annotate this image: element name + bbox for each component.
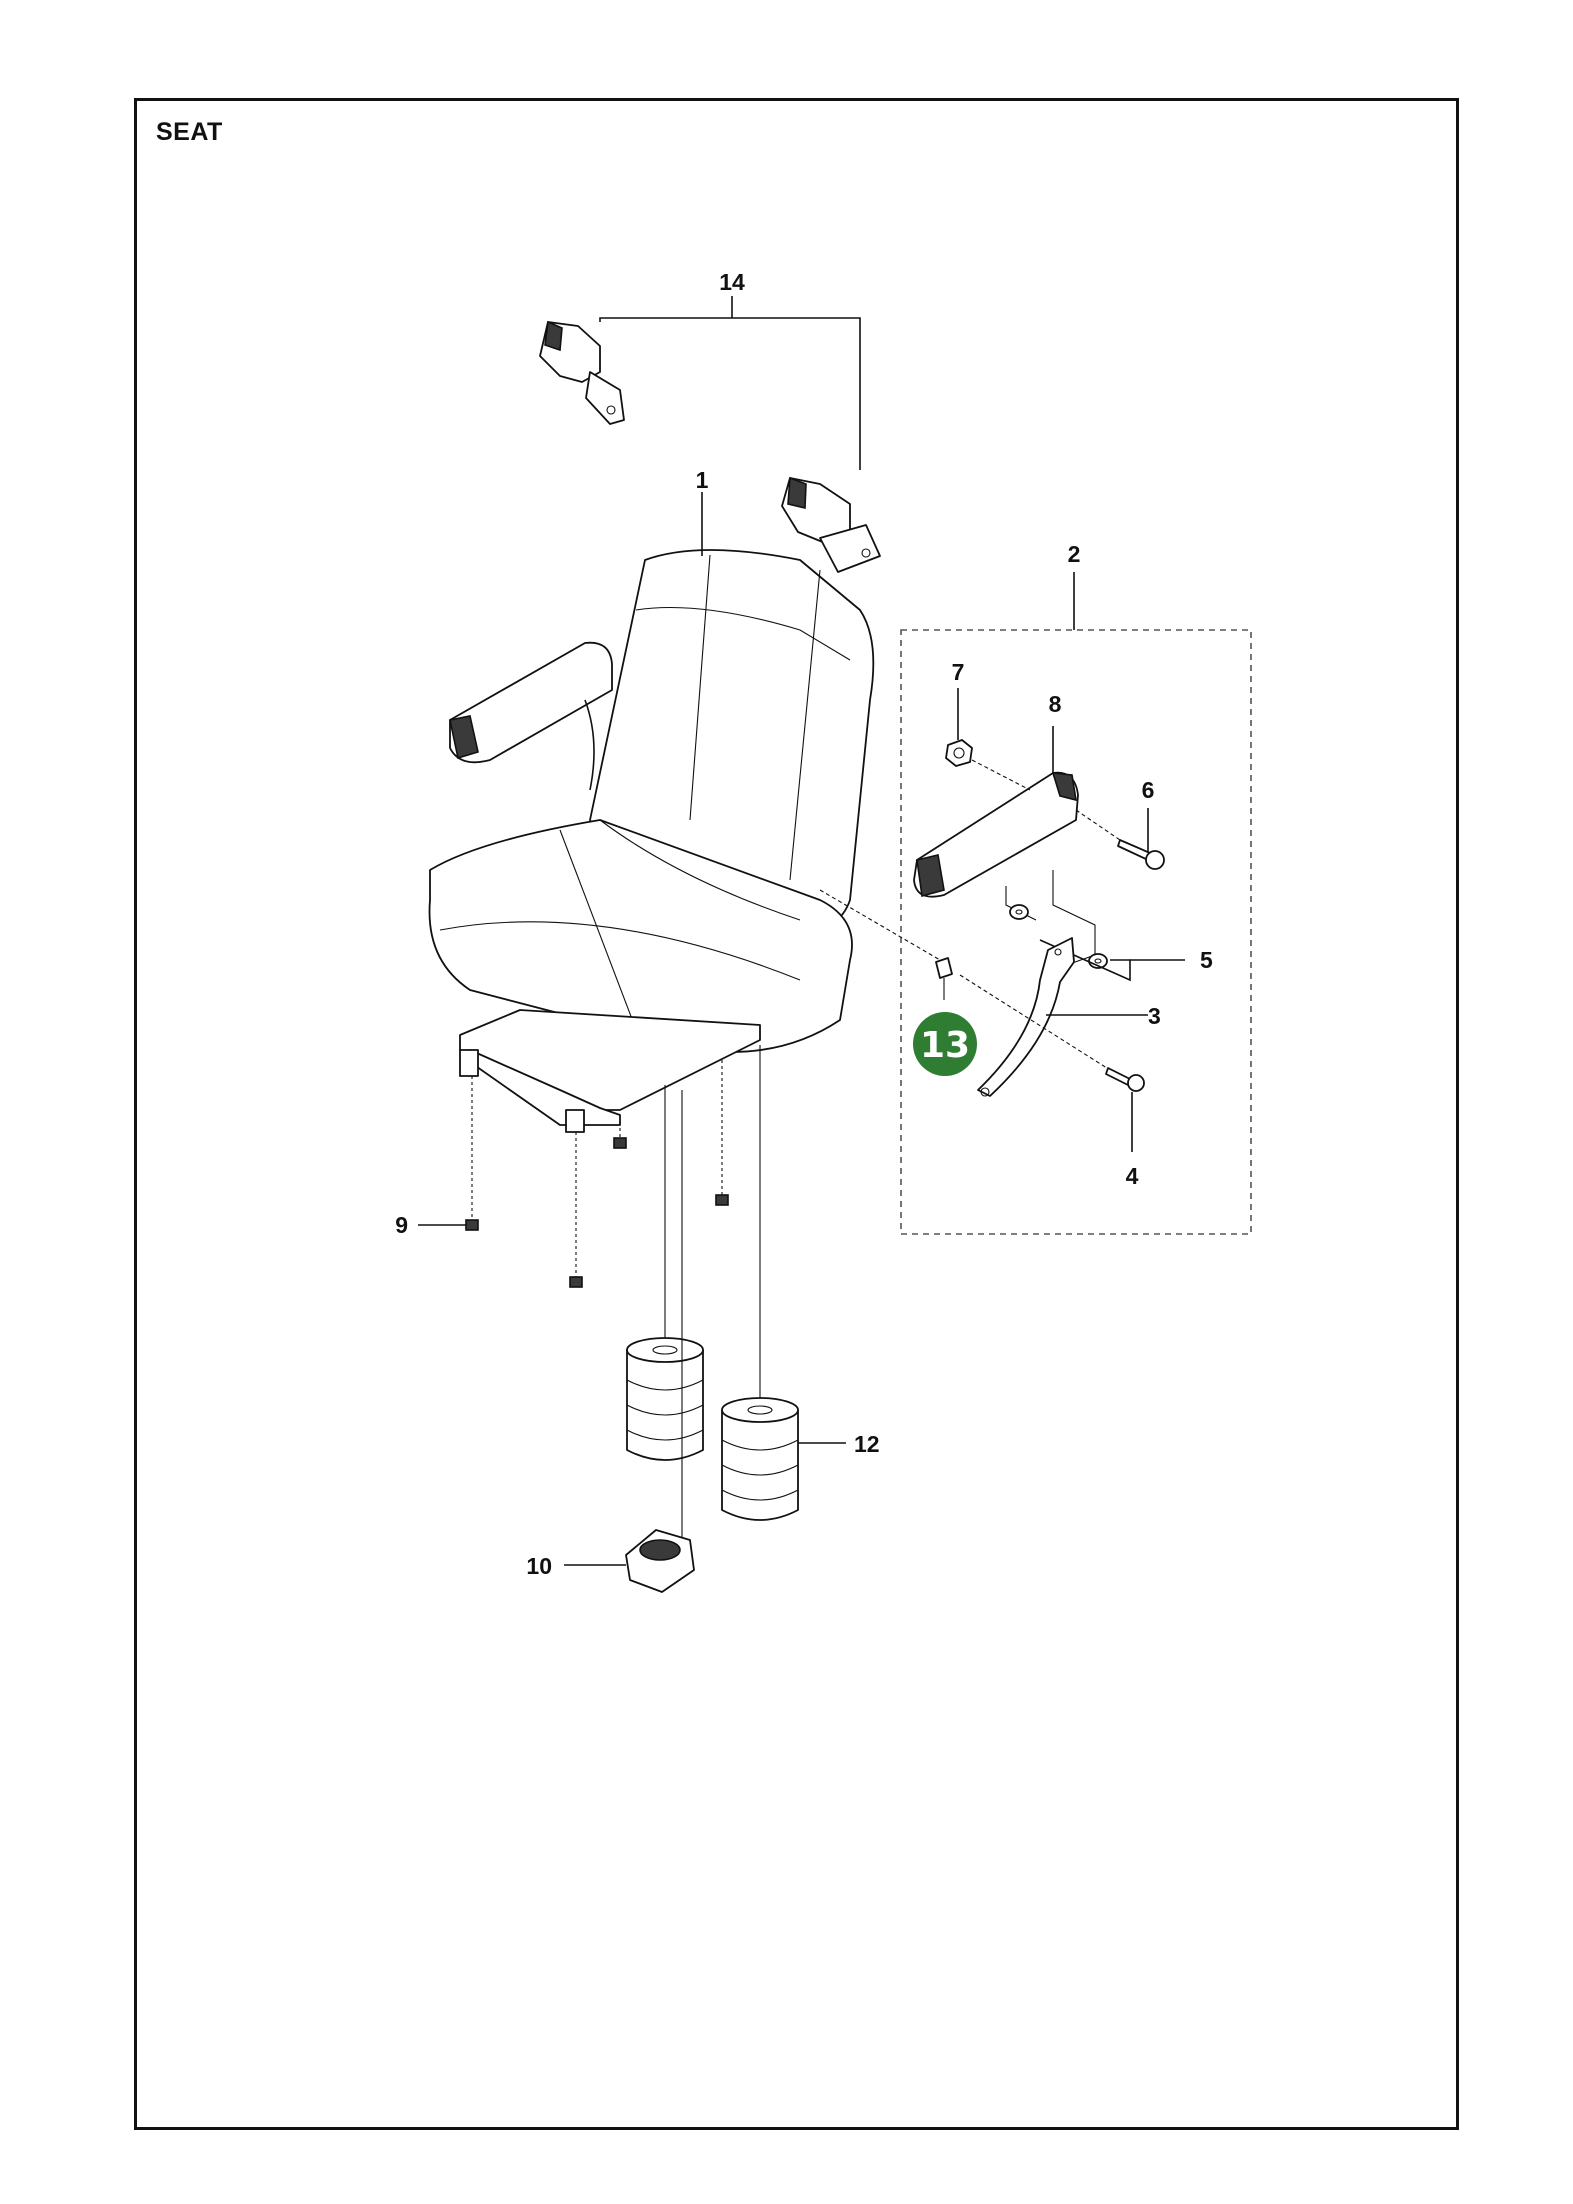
armrest-bracket bbox=[977, 937, 1075, 1097]
armrest-kit-box bbox=[900, 629, 1252, 1235]
leader-5-bracket bbox=[1039, 939, 1131, 982]
callout-13: 13 bbox=[920, 1025, 970, 1066]
callout-2: 2 bbox=[1068, 541, 1081, 567]
callout-13-highlight[interactable]: 13 bbox=[913, 1012, 977, 1076]
callout-4: 4 bbox=[1126, 1163, 1139, 1189]
callout-3: 3 bbox=[1148, 1003, 1161, 1029]
nut bbox=[945, 739, 973, 767]
rubber-damper-right bbox=[721, 1045, 799, 1521]
seat-belt-buckle-left bbox=[539, 320, 625, 425]
callout-7: 7 bbox=[952, 659, 965, 685]
callout-6: 6 bbox=[1142, 777, 1155, 803]
switch-clip bbox=[819, 889, 953, 1000]
callout-5: 5 bbox=[1200, 947, 1213, 973]
highlight-badge bbox=[913, 1012, 977, 1076]
seat-assembly bbox=[428, 549, 875, 1133]
callout-10: 10 bbox=[526, 1553, 552, 1579]
armrest bbox=[913, 771, 1079, 898]
callout-8: 8 bbox=[1049, 691, 1062, 717]
screw bbox=[959, 974, 1145, 1092]
seat-mounting-studs bbox=[465, 1060, 729, 1288]
callout-14: 14 bbox=[719, 269, 745, 295]
leader-14 bbox=[599, 317, 861, 470]
bolt bbox=[1075, 809, 1165, 870]
page-title: SEAT bbox=[156, 118, 223, 146]
callout-9: 9 bbox=[395, 1212, 408, 1238]
rubber-damper-left bbox=[626, 1085, 704, 1461]
seat-switch bbox=[625, 1090, 695, 1593]
callout-12: 12 bbox=[854, 1431, 880, 1457]
callout-1: 1 bbox=[696, 467, 709, 493]
axis-line-7 bbox=[971, 759, 1031, 791]
seat-belt-buckle-right bbox=[781, 476, 881, 573]
diagram-frame bbox=[134, 98, 1459, 2130]
